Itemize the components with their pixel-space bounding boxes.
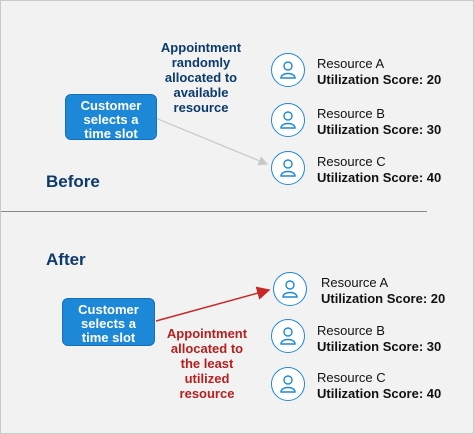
after-arrow	[155, 286, 271, 322]
after-caption-line: allocated to	[170, 341, 244, 356]
person-icon	[271, 151, 305, 185]
resource-name: Resource A	[317, 56, 385, 71]
before-customer-line: Customer	[80, 98, 142, 113]
after-caption: Appointment allocated to the least utili…	[158, 326, 256, 401]
section-divider	[1, 211, 427, 212]
before-caption: Appointment randomly allocated to availa…	[151, 40, 251, 115]
before-caption-line: allocated to	[164, 70, 238, 85]
person-icon	[271, 319, 305, 353]
resource-score: Utilization Score: 30	[317, 339, 442, 354]
before-caption-line: Appointment	[160, 40, 242, 55]
resource-score: Utilization Score: 30	[317, 122, 442, 137]
person-icon	[273, 272, 307, 306]
person-icon	[271, 103, 305, 137]
before-customer-box: Customer selects a time slot	[65, 94, 157, 141]
after-resource-b: Resource B Utilization Score: 30	[317, 323, 441, 355]
after-customer-box: Customer selects a time slot	[62, 298, 155, 346]
after-caption-line: utilized	[184, 371, 230, 386]
resource-name: Resource C	[317, 154, 386, 169]
resource-score: Utilization Score: 40	[317, 170, 442, 185]
resource-score: Utilization Score: 20	[317, 72, 442, 87]
resource-name: Resource A	[321, 275, 389, 290]
resource-score: Utilization Score: 40	[317, 386, 442, 401]
person-icon	[271, 367, 305, 401]
after-customer-line: Customer	[78, 302, 139, 317]
before-resource-b: Resource B Utilization Score: 30	[317, 106, 441, 138]
before-arrow	[152, 116, 269, 166]
resource-score: Utilization Score: 20	[321, 291, 446, 306]
after-caption-line: Appointment	[166, 326, 248, 341]
resource-name: Resource C	[317, 370, 386, 385]
resource-name: Resource B	[317, 106, 385, 121]
before-resource-a: Resource A Utilization Score: 20	[317, 56, 441, 88]
resource-name: Resource B	[317, 323, 385, 338]
before-label: Before	[46, 172, 100, 191]
before-customer-line: selects a	[83, 112, 139, 127]
before-caption-line: resource	[173, 100, 229, 115]
before-customer-line: time slot	[84, 126, 138, 141]
after-resource-a: Resource A Utilization Score: 20	[321, 275, 445, 307]
person-icon	[271, 53, 305, 87]
before-caption-line: available	[173, 85, 229, 100]
before-caption-line: randomly	[171, 55, 231, 70]
after-label: After	[46, 250, 86, 269]
after-customer-line: time slot	[81, 330, 136, 345]
after-customer-line: selects a	[81, 316, 136, 331]
after-resource-c: Resource C Utilization Score: 40	[317, 370, 441, 402]
before-resource-c: Resource C Utilization Score: 40	[317, 154, 441, 186]
after-caption-line: resource	[179, 386, 235, 401]
after-caption-line: the least	[180, 356, 234, 371]
